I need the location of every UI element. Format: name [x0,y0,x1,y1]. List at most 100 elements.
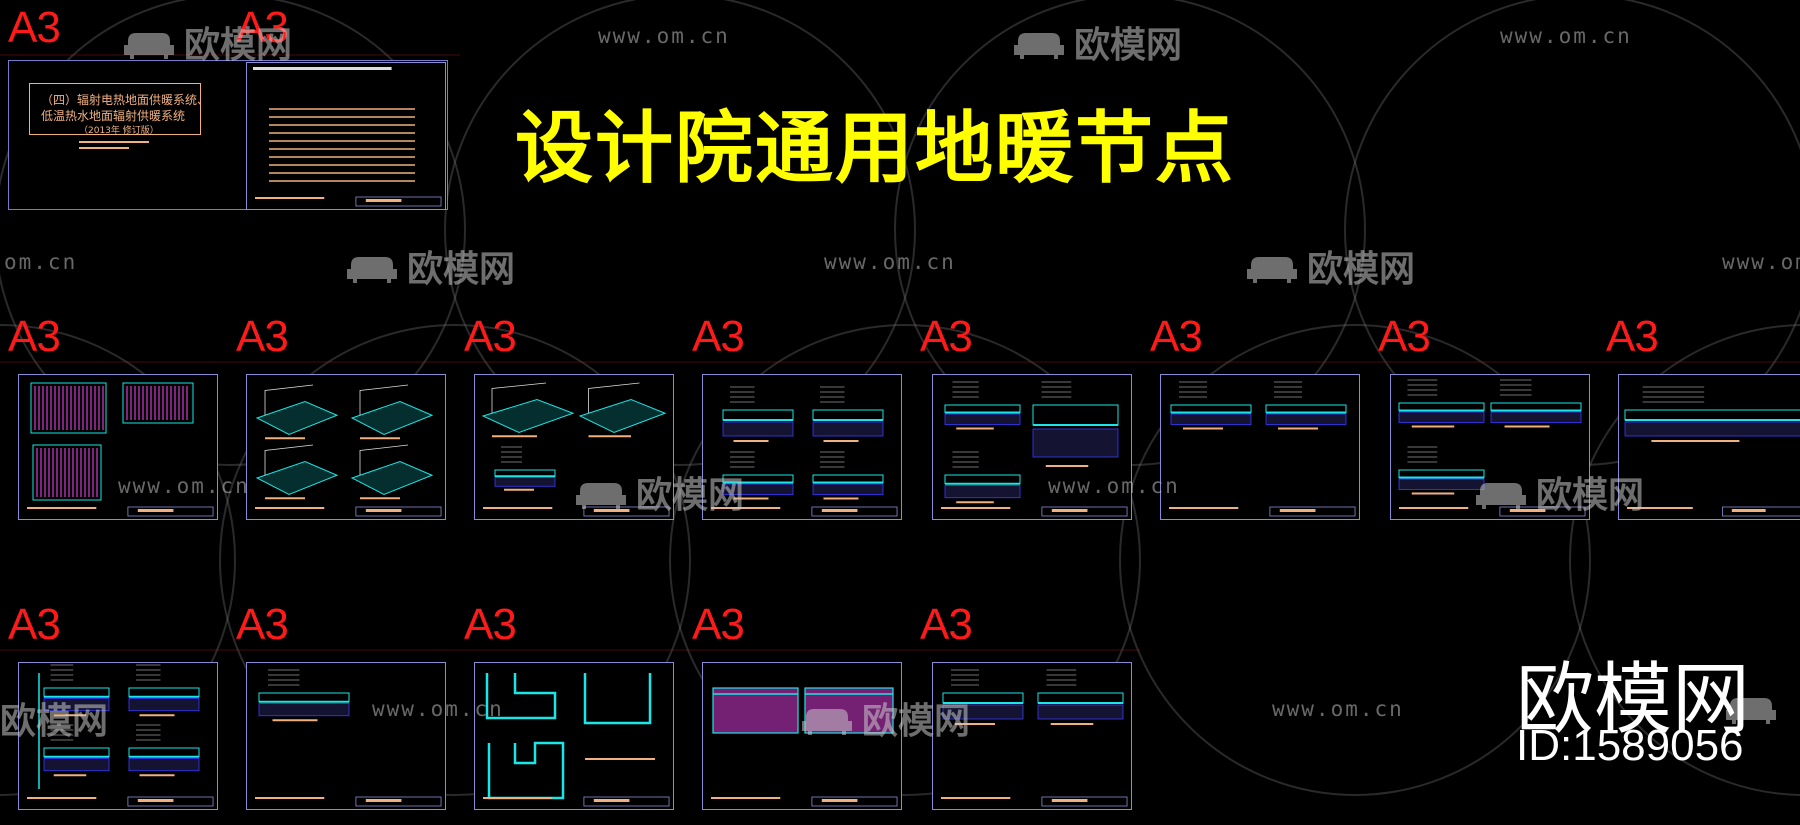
watermark-logo [1724,692,1786,724]
drawing-sheet-index[interactable] [246,62,446,210]
insulation-layer [128,758,200,772]
sheet-note [483,797,553,799]
iso-caption [360,437,400,440]
room-outline [485,673,557,720]
sofa-icon [800,703,854,735]
iso-caption [360,497,400,500]
insulation-layer [722,483,794,495]
room-outline [122,382,194,424]
insulation-layer [944,413,1021,425]
floor-layer [944,404,1021,413]
title-block [355,196,442,207]
title-block [583,796,670,807]
title-block [1269,506,1356,517]
drawing-sheet-sections[interactable] [1160,374,1360,520]
insulation-layer [128,698,200,712]
sheet-drawing [1169,381,1356,517]
sheet-drawing [941,381,1128,517]
sheet-note [1627,507,1693,509]
title-block-text [1279,509,1316,512]
watermark-url: www.om.cn [1722,250,1800,274]
iso-caption [492,435,537,438]
drawing-sheet-sections[interactable] [932,374,1132,520]
title-block-text [1051,509,1088,512]
title-block [355,796,442,807]
cover-line-1: （四）辐射电热地面供暖系统、 [41,93,210,107]
title-block-text [365,799,402,802]
sheet-drawing [253,67,442,207]
drawing-sheet-iso-mixed[interactable] [474,374,674,520]
brand-logo-text: 欧模网 [1516,655,1751,745]
sheet-drawing [1624,386,1800,517]
watermark-logo: 欧模网 [345,240,515,292]
sheet-drawing [481,382,670,517]
sheet-note [27,797,97,799]
insulation-layer [1398,478,1485,490]
watermark-logo: 欧模网 [1012,16,1182,68]
watermark-url: www.om.cn [1272,697,1404,721]
insulation-layer [43,758,110,772]
sheet-note [1169,507,1239,509]
drawing-sheet-wall-sections[interactable] [18,662,218,810]
title-block-text [137,509,174,512]
iso-slab [350,460,434,496]
cover-note [79,147,129,149]
iso-wall [359,384,409,416]
floor-layer [1037,692,1124,704]
sheet-size-label: A3 [1606,312,1659,361]
cover-note [79,141,149,143]
sheet-note [255,507,325,509]
room-outline [583,673,652,725]
title-block-text [365,509,402,512]
floor-layer [812,474,884,483]
section-caption [733,440,769,442]
drawing-sheet-sections[interactable] [932,662,1132,810]
watermark-url: www.om.cn [598,24,730,48]
drawing-sheet-pipe-layout[interactable] [18,374,218,520]
title-block-text [593,509,630,512]
insulation-layer [1037,704,1124,720]
floor-layer [1398,402,1485,411]
watermark-url: www.om.cn [372,697,504,721]
insulation-layer [722,421,794,437]
page-title: 设计院通用地暖节点 [515,104,1236,194]
room-note [585,758,655,760]
room-outline [487,741,565,800]
drawing-sheet-section-single[interactable] [246,662,446,810]
sheet-note [255,797,325,799]
sheet-size-label: A3 [920,600,973,649]
watermark-url: om.cn [4,250,78,274]
sheet-size-label: A3 [464,312,517,361]
iso-caption [588,435,631,438]
drawing-sheet-sections[interactable] [702,374,902,520]
drawing-sheet-rooms[interactable] [474,662,674,810]
floor-layer [1490,402,1582,411]
sheet-size-label: A3 [464,600,517,649]
drawing-sheet-iso[interactable] [246,374,446,520]
iso-wall [359,444,409,476]
insulation-layer [812,421,884,437]
watermark-logo: 欧模网 [122,16,292,68]
sheet-drawing [255,669,442,807]
cover-line-2: 低温热水地面辐射供暖系统 [41,109,186,123]
section-caption [53,774,87,777]
section-caption [53,714,87,717]
drawing-sheet-magenta[interactable] [702,662,902,810]
section-caption [1651,440,1740,442]
title-block-text [365,199,402,202]
room-outline [30,382,107,434]
sheet-drawing [711,386,898,517]
sofa-icon [122,27,176,59]
room-outline [32,444,102,501]
iso-wall [264,384,314,416]
insulation-layer [258,703,350,717]
watermark-logo: 欧模网 [0,701,109,742]
insulation-layer [812,483,884,495]
floor-layer [722,409,794,421]
sofa-icon [345,251,399,283]
drawing-sheet-section-wide[interactable] [1618,374,1800,520]
insulation-layer [43,698,110,712]
insulation-layer [1032,428,1119,458]
model-id: ID:1589056 [1516,721,1744,770]
watermark-logo: 欧模网 [1245,240,1415,292]
